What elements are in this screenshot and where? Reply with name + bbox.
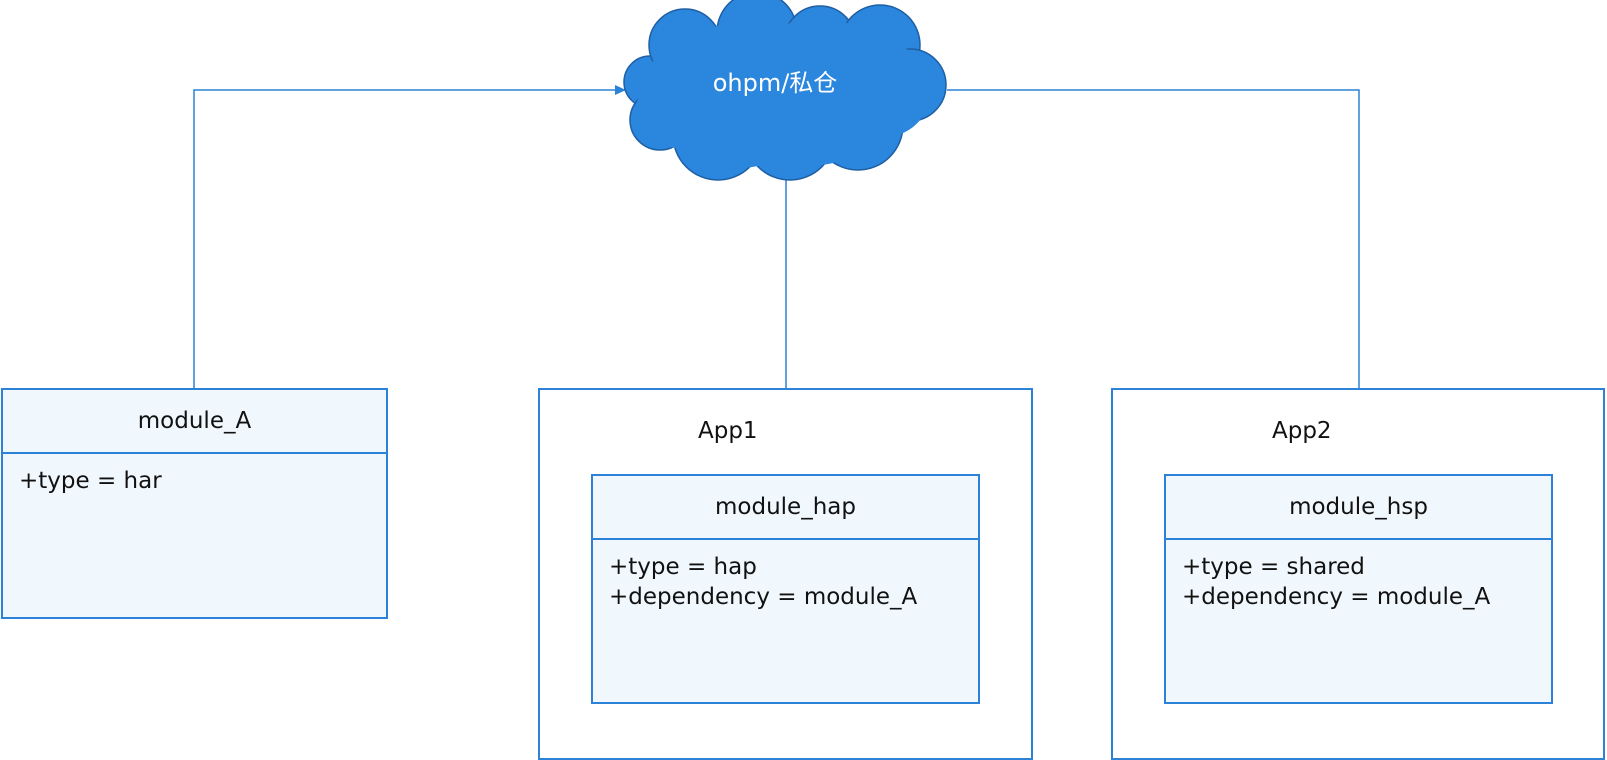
module-hap-attribute: +dependency = module_A [609, 584, 918, 610]
module-hap-class-box: module_hap +type = hap +dependency = mod… [591, 474, 980, 704]
cloud-label: ohpm/私仓 [712, 69, 838, 97]
module-a-class-box: module_A +type = har [1, 388, 388, 619]
module-hsp-attribute: +type = shared [1182, 554, 1365, 580]
module-hsp-attribute: +dependency = module_A [1182, 584, 1491, 610]
module-hsp-class-box: module_hsp +type = shared +dependency = … [1164, 474, 1553, 704]
module-hap-attributes: +type = hap +dependency = module_A [593, 540, 978, 624]
app2-label: App2 [1272, 418, 1332, 444]
module-hsp-attributes: +type = shared +dependency = module_A [1166, 540, 1551, 624]
module-hsp-title: module_hsp [1166, 476, 1551, 540]
arrow-module-a-to-cloud [193, 85, 626, 388]
module-hap-attribute: +type = hap [609, 554, 757, 580]
module-hap-title: module_hap [593, 476, 978, 540]
module-a-attribute: +type = har [19, 468, 162, 494]
module-a-attributes: +type = har [3, 454, 386, 508]
app1-label: App1 [698, 418, 758, 444]
module-a-title: module_A [3, 390, 386, 454]
